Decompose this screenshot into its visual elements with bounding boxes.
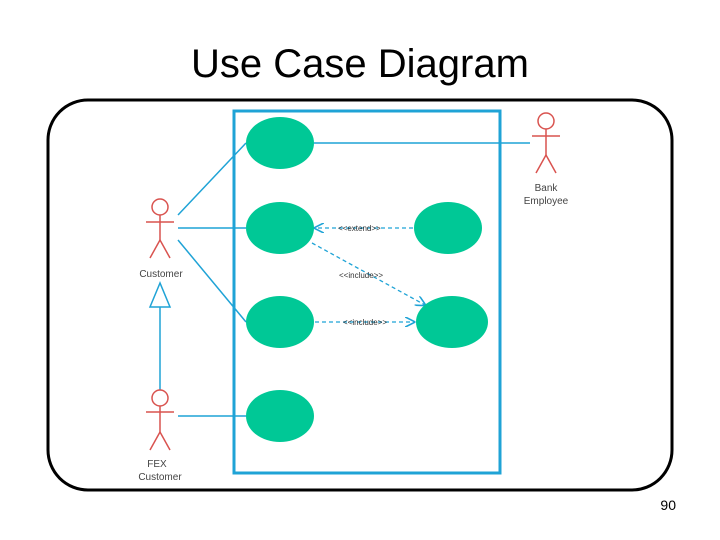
generalization-arrowhead: [148, 281, 172, 308]
use-case-2: [246, 202, 314, 254]
actor-fex-customer: [146, 389, 174, 451]
actor-bank-employee-label-line2: Employee: [524, 196, 569, 207]
actor-fex-customer-label-line2: Customer: [138, 472, 182, 483]
actor-bank-employee: [532, 112, 560, 174]
actor-head: [151, 389, 169, 407]
page-number: 90: [660, 497, 676, 513]
use-case-3: [246, 296, 314, 348]
diagram-frame: [46, 98, 674, 492]
include-label-1: <<include>>: [339, 271, 383, 280]
actor-head: [537, 112, 555, 130]
actor-bank-employee-label-line1: Bank: [535, 183, 559, 194]
use-case-included: [416, 296, 488, 348]
include-label-2: <<include>>: [343, 318, 387, 327]
association-customer-usecase-1: [177, 142, 247, 216]
actor-fex-customer-label-line1: FEX: [147, 459, 167, 470]
include-dependency-1: [311, 242, 425, 305]
slide-title: Use Case Diagram: [191, 42, 529, 86]
actor-head: [151, 198, 169, 216]
association-customer-usecase-3: [177, 239, 247, 323]
actor-customer: [146, 198, 174, 259]
use-case-extension: [414, 202, 482, 254]
extend-label: <<extend>>: [338, 224, 381, 233]
actor-customer-label: Customer: [139, 269, 183, 280]
use-case-4: [246, 390, 314, 442]
use-case-1: [246, 117, 314, 169]
system-boundary: [232, 109, 502, 475]
